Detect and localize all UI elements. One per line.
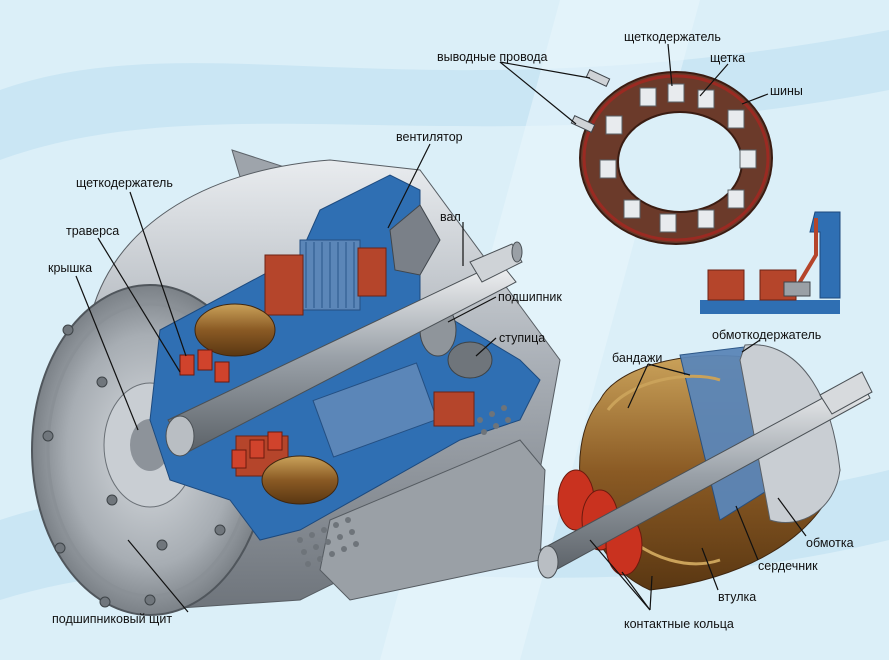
lead-wire <box>585 69 611 87</box>
leader-ring-holder <box>667 43 673 87</box>
leader-traverse <box>97 237 181 373</box>
label-winding: обмотка <box>806 536 854 550</box>
brush-clips <box>179 349 283 469</box>
leader-slip-rings <box>621 571 651 611</box>
label-sleeve: втулка <box>718 590 757 604</box>
label-bands: бандажи <box>612 351 663 365</box>
leader-hub <box>475 337 497 357</box>
label-shaft: вал <box>440 210 461 224</box>
leader-brush <box>699 63 729 97</box>
winding-bundle <box>194 303 276 357</box>
stator-winding <box>357 247 387 297</box>
label-traverse: траверса <box>66 224 120 238</box>
leader-busbars <box>741 93 769 105</box>
leader-lead-wires <box>499 61 591 79</box>
motor-assembly <box>31 149 561 616</box>
rotor-core <box>312 362 438 458</box>
shaft-collar <box>165 415 195 457</box>
shaft-end <box>511 241 523 263</box>
leader-fan <box>387 143 431 229</box>
leader-cover <box>75 275 139 431</box>
lead-wire <box>570 115 596 133</box>
brush-ring-inner <box>617 111 743 213</box>
stator-laminations <box>305 242 355 308</box>
rotor-winding <box>433 391 475 427</box>
section-wire <box>796 218 818 287</box>
leader-lines <box>75 43 807 613</box>
rotor-shaft-thread <box>819 371 873 415</box>
label-lead-wires: выводные провода <box>437 50 548 64</box>
leader-sleeve <box>701 547 719 591</box>
label-slip-rings: контактные кольца <box>624 617 734 631</box>
shaft-thread <box>469 243 523 283</box>
leader-lead-wires <box>499 61 577 125</box>
end-shield-bolts <box>42 324 226 608</box>
leader-winding-holder <box>741 339 761 353</box>
brush-ring-assembly <box>570 69 773 245</box>
brush-ring-red-edge <box>582 74 770 242</box>
leader-brush-holder <box>129 191 187 357</box>
leader-bearing-shield <box>127 539 189 613</box>
leader-bands <box>647 363 691 376</box>
section-brush <box>783 281 811 297</box>
label-bearing: подшипник <box>498 290 562 304</box>
label-core: сердечник <box>758 559 818 573</box>
label-brush: щетка <box>710 51 746 65</box>
label-hub: ступица <box>499 331 546 345</box>
leader-slip-rings <box>649 575 653 611</box>
winding-bundle <box>261 455 339 505</box>
label-fan: вентилятор <box>396 130 463 144</box>
section-bracket <box>809 211 841 299</box>
label-cover: крышка <box>48 261 93 275</box>
label-brush-holder: щеткодержатель <box>76 176 173 190</box>
leader-core <box>735 505 759 561</box>
label-winding-holder: обмоткодержатель <box>712 328 822 342</box>
leader-bearing <box>447 296 497 323</box>
section-detail <box>700 211 841 314</box>
rotor-shaft-end <box>537 545 559 579</box>
vent-holes <box>297 405 511 567</box>
label-ring-brush-holder: щеткодержатель <box>624 30 721 44</box>
section-base <box>700 300 840 314</box>
leader-winding <box>777 497 807 537</box>
stator-winding <box>264 254 304 316</box>
label-busbars: шины <box>770 84 803 98</box>
leader-bands <box>627 363 649 409</box>
leader-slip-rings <box>589 539 651 611</box>
fan-blades <box>389 204 441 276</box>
section-block <box>707 269 745 301</box>
rotor-assembly <box>537 344 873 591</box>
ring-brush-holders <box>599 83 757 233</box>
label-bearing-shield: подшипниковый щит <box>52 612 173 626</box>
